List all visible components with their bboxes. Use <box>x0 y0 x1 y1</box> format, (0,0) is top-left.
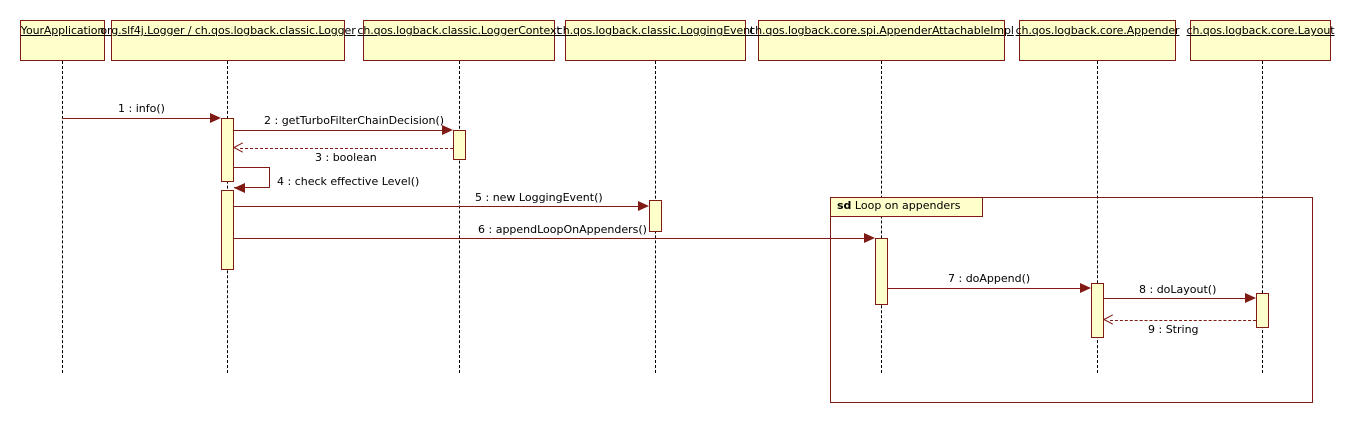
message-line-2 <box>234 130 442 131</box>
message-line-8 <box>1104 298 1245 299</box>
participant-box-appenderattachableimpl[interactable]: ch.qos.logback.core.spi.AppenderAttachab… <box>749 20 1014 61</box>
participant-label: ch.qos.logback.core.Layout <box>1186 24 1335 37</box>
combined-fragment-loop <box>830 197 1313 403</box>
lifeline-appenderattachableimpl <box>881 61 882 373</box>
message-line-5 <box>234 206 638 207</box>
message-arrowhead-8 <box>1245 293 1256 303</box>
message-label-8: 8 : doLayout() <box>1139 283 1217 296</box>
message-line-6 <box>234 238 864 239</box>
participant-box-appender[interactable]: ch.qos.logback.core.Appender <box>1016 20 1180 61</box>
activation-bar-appenderattachableimpl <box>875 238 888 305</box>
message-arrowhead-1 <box>210 113 221 123</box>
message-arrowhead-2 <box>442 125 453 135</box>
message-arrowhead-6 <box>864 233 875 243</box>
lifeline-yourapplication <box>62 61 63 373</box>
participant-label: ch.qos.logback.classic.LoggerContext <box>357 24 561 37</box>
fragment-label: Loop on appenders <box>854 199 961 212</box>
message-selfcall-4 <box>234 167 270 188</box>
activation-bar-loggingevent <box>649 200 662 232</box>
participant-box-logger[interactable]: org.slf4j.Logger / ch.qos.logback.classi… <box>100 20 356 61</box>
activation-bar-appender <box>1091 283 1104 338</box>
fragment-keyword: sd <box>837 199 852 212</box>
message-label-1: 1 : info() <box>118 102 165 115</box>
message-label-6: 6 : appendLoopOnAppenders() <box>478 223 647 236</box>
participant-box-yourapplication[interactable]: YourApplication <box>20 20 105 61</box>
message-label-4: 4 : check effective Level() <box>277 175 420 188</box>
message-line-9 <box>1110 320 1256 321</box>
message-label-7: 7 : doAppend() <box>948 272 1031 285</box>
participant-label: YourApplication <box>20 24 105 37</box>
message-line-3 <box>240 148 453 149</box>
participant-box-layout[interactable]: ch.qos.logback.core.Layout <box>1187 20 1335 61</box>
message-line-1 <box>62 118 210 119</box>
participant-label: org.slf4j.Logger / ch.qos.logback.classi… <box>100 24 356 37</box>
activation-bar-loggercontext <box>453 130 466 160</box>
message-arrowhead-4 <box>234 183 245 193</box>
message-label-5: 5 : new LoggingEvent() <box>475 191 603 204</box>
participant-box-loggingevent[interactable]: ch.qos.logback.classic.LoggingEvent <box>557 20 754 61</box>
lifeline-appender <box>1097 61 1098 373</box>
lifeline-loggercontext <box>459 61 460 373</box>
arrow-stroke <box>233 147 244 153</box>
message-label-2: 2 : getTurboFilterChainDecision() <box>264 114 445 127</box>
message-label-9: 9 : String <box>1148 323 1199 336</box>
participant-box-loggercontext[interactable]: ch.qos.logback.classic.LoggerContext <box>357 20 561 61</box>
lifeline-layout <box>1262 61 1263 373</box>
participant-label: ch.qos.logback.core.spi.AppenderAttachab… <box>749 24 1014 37</box>
participant-label: ch.qos.logback.classic.LoggingEvent <box>556 24 755 37</box>
activation-bar-logger-1 <box>221 118 234 182</box>
fragment-operator-label: sd Loop on appenders <box>831 198 984 217</box>
message-line-7 <box>888 288 1080 289</box>
activation-bar-logger-2 <box>221 190 234 270</box>
message-arrowhead-3 <box>233 142 244 153</box>
arrow-stroke <box>1103 319 1114 325</box>
message-arrowhead-7 <box>1080 283 1091 293</box>
message-label-3: 3 : boolean <box>315 151 377 164</box>
participant-label: ch.qos.logback.core.Appender <box>1015 24 1180 37</box>
message-arrowhead-9 <box>1103 314 1114 325</box>
message-arrowhead-5 <box>638 201 649 211</box>
activation-bar-layout <box>1256 293 1269 328</box>
